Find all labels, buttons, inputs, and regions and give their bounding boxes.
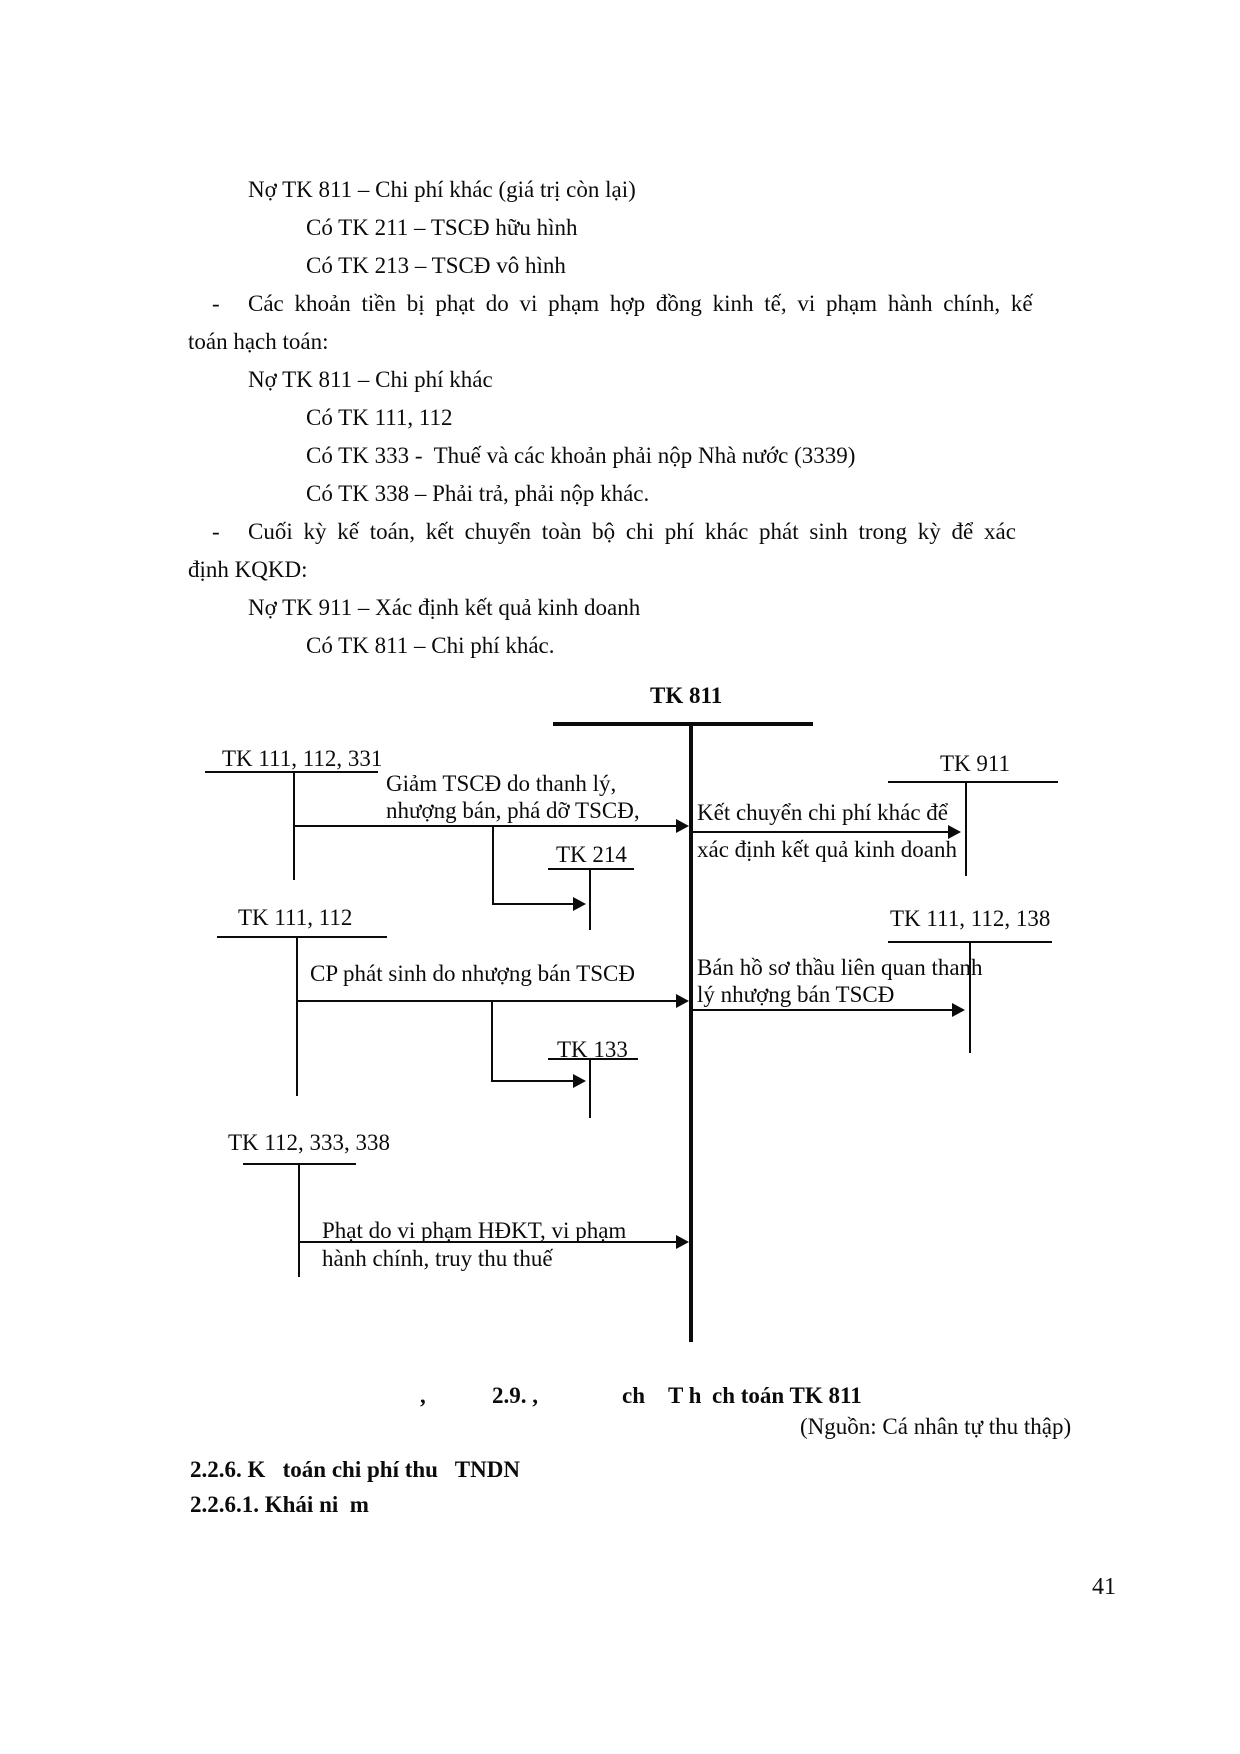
flow-arrow-line <box>693 1009 954 1011</box>
account-label: TK 111, 112, 138 <box>890 906 1051 931</box>
body-line: Có TK 333 - Thuế và các khoản phải nộp N… <box>306 443 856 468</box>
bullet-dash: - <box>212 519 220 544</box>
flow-arrow-line <box>296 1000 678 1002</box>
figure-caption-part: , <box>420 1383 426 1408</box>
account-label: TK 911 <box>940 751 1011 776</box>
body-line: Có TK 111, 112 <box>306 405 453 430</box>
account-stem <box>296 936 298 1096</box>
body-line: toán hạch toán: <box>188 329 329 354</box>
account-underline <box>205 771 378 773</box>
body-line: Có TK 338 – Phải trả, phải nộp khác. <box>306 481 650 506</box>
flow-label: Giảm TSCĐ do thanh lý, <box>386 771 617 796</box>
flow-label: hành chính, truy thu thuế <box>322 1246 553 1271</box>
branch-arrow-line <box>491 1080 575 1082</box>
account-label: TK 133 <box>557 1037 628 1062</box>
branch-arrow-line <box>492 903 575 905</box>
figure-caption-part: ch toán TK 811 <box>712 1383 862 1408</box>
account-underline <box>548 868 634 870</box>
diagram-title-tk811: TK 811 <box>650 683 723 708</box>
arrowhead-icon <box>676 1235 689 1249</box>
page-number: 41 <box>1092 1574 1116 1600</box>
arrowhead-icon <box>676 819 689 833</box>
tk811-center-line <box>689 722 693 1342</box>
tk811-top-bar <box>553 722 813 726</box>
flow-label: xác định kết quả kinh doanh <box>697 837 957 862</box>
figure-caption-part: 2.9. , <box>492 1383 538 1408</box>
flow-label: Bán hồ sơ thầu liên quan thanh <box>697 955 983 980</box>
account-stem <box>969 941 971 1053</box>
account-label: TK 214 <box>556 842 627 867</box>
body-line: Nợ TK 811 – Chi phí khác (giá trị còn lạ… <box>248 177 636 202</box>
account-underline <box>888 781 1058 783</box>
figure-caption-part: T h <box>668 1383 702 1408</box>
account-underline <box>217 936 387 938</box>
flow-arrow-line <box>293 825 678 827</box>
body-line: Có TK 213 – TSCĐ vô hình <box>306 253 566 278</box>
bullet-dash: - <box>212 291 220 316</box>
arrowhead-icon <box>573 1074 586 1088</box>
account-stem <box>589 868 591 930</box>
account-stem <box>589 1058 591 1118</box>
subsection-heading: 2.2.6.1. Khái ni m <box>190 1492 369 1517</box>
branch-stem <box>492 825 494 905</box>
account-label: TK 111, 112, 331 <box>222 746 383 771</box>
body-line: Nợ TK 911 – Xác định kết quả kinh doanh <box>248 595 641 620</box>
body-line: Có TK 211 – TSCĐ hữu hình <box>306 215 578 240</box>
arrowhead-icon <box>948 825 961 839</box>
flow-label: lý nhượng bán TSCĐ <box>697 982 895 1007</box>
arrowhead-icon <box>952 1003 965 1017</box>
flow-label: Phạt do vi phạm HĐKT, vi phạm <box>322 1218 627 1243</box>
arrowhead-icon <box>676 994 689 1008</box>
account-label: TK 111, 112 <box>238 905 353 930</box>
account-label: TK 112, 333, 338 <box>228 1130 391 1155</box>
account-underline <box>548 1058 638 1060</box>
flow-label: nhượng bán, phá dỡ TSCĐ, <box>386 798 640 823</box>
section-heading: 2.2.6. K toán chi phí thu TNDN <box>190 1457 520 1482</box>
flow-label: CP phát sinh do nhượng bán TSCĐ <box>310 961 635 986</box>
account-stem <box>965 781 967 876</box>
flow-arrow-line <box>693 831 950 833</box>
body-line: Có TK 811 – Chi phí khác. <box>306 633 555 658</box>
account-stem <box>298 1163 300 1277</box>
body-line: Cuối kỳ kế toán, kết chuyển toàn bộ chi … <box>248 519 1016 544</box>
flow-label: Kết chuyển chi phí khác để <box>697 800 948 825</box>
branch-stem <box>491 1000 493 1082</box>
body-line: Các khoản tiền bị phạt do vi phạm hợp đồ… <box>248 291 1033 316</box>
body-line: định KQKD: <box>188 557 308 582</box>
flow-arrow-line <box>298 1241 678 1243</box>
body-line: Nợ TK 811 – Chi phí khác <box>248 367 493 392</box>
figure-source: (Nguồn: Cá nhân tự thu thập) <box>800 1414 1072 1439</box>
arrowhead-icon <box>573 897 586 911</box>
figure-caption-part: ch <box>622 1383 645 1408</box>
